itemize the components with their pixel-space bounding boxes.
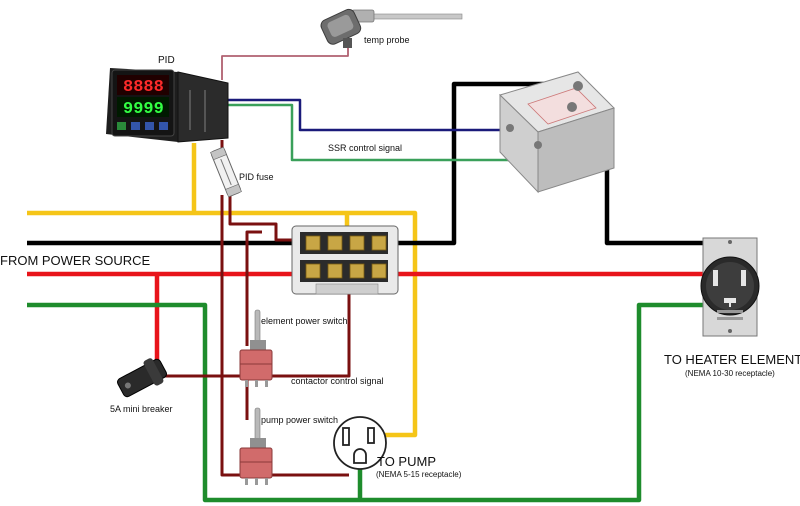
pid-up-key xyxy=(159,122,168,130)
pid-fuse xyxy=(210,146,242,198)
pid-sv-display: 9999 xyxy=(123,100,164,119)
element-switch-label: element power switch xyxy=(261,316,348,326)
pid-fuse-label: PID fuse xyxy=(239,172,274,182)
mini-breaker xyxy=(117,358,167,398)
to-pump-label: TO PUMP xyxy=(377,454,436,469)
pump-switch-label: pump power switch xyxy=(261,415,338,425)
pid-label: PID xyxy=(158,55,175,66)
mini-breaker-label: 5A mini breaker xyxy=(110,404,173,414)
temp-probe xyxy=(320,8,463,48)
from-power-source-label: FROM POWER SOURCE xyxy=(0,253,151,268)
ssr-signal-wire-navy xyxy=(228,98,510,132)
pid-set-key xyxy=(117,122,126,130)
nema-10-30-receptacle xyxy=(700,237,760,337)
pid-pv-display: 8888 xyxy=(123,78,164,97)
to-heater-label: TO HEATER ELEMENT xyxy=(664,352,800,367)
pid-down-key xyxy=(145,122,154,130)
temp-probe-label: temp probe xyxy=(364,35,410,45)
probe-wire xyxy=(221,42,349,80)
contactor-signal-label: contactor control signal xyxy=(291,376,384,386)
element-power-switch xyxy=(239,309,273,387)
solid-state-relay xyxy=(499,71,615,194)
nema-5-15-receptacle xyxy=(333,416,387,470)
pump-power-switch xyxy=(239,407,273,485)
control-wires xyxy=(165,140,351,477)
ssr-control-label: SSR control signal xyxy=(328,143,402,153)
heater-receptacle-label: (NEMA 10-30 receptacle) xyxy=(685,369,775,378)
contactor xyxy=(291,225,399,295)
pid-key xyxy=(131,122,140,130)
pid-controller: 8888 9999 xyxy=(106,68,229,143)
red-wire xyxy=(27,271,706,370)
pump-receptacle-label: (NEMA 5-15 receptacle) xyxy=(376,470,462,479)
